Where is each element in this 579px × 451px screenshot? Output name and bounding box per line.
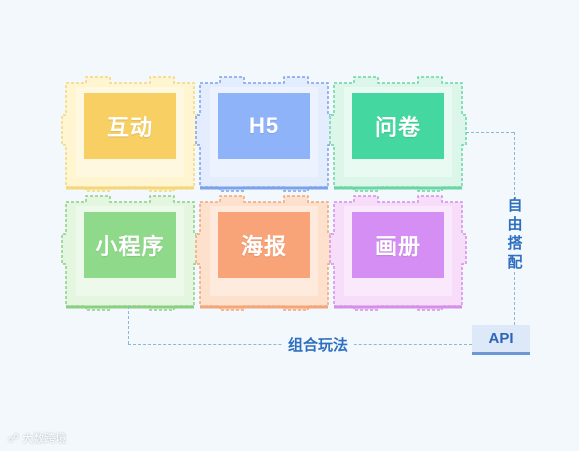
connector-left-vertical xyxy=(128,306,129,344)
connector-top-right xyxy=(466,132,514,133)
combine-label: 组合玩法 xyxy=(282,334,355,355)
free-match-label: 自由搭配 xyxy=(505,196,525,272)
tile-questionnaire-label: 问卷 xyxy=(352,93,444,159)
api-badge: API xyxy=(472,325,530,355)
tile-h5-label: H5 xyxy=(218,93,310,159)
tile-mini-program-label: 小程序 xyxy=(84,212,176,278)
watermark-icon: ☍ xyxy=(8,433,20,445)
tile-poster-label: 海报 xyxy=(218,212,310,278)
watermark-text: 大数跨境 xyxy=(22,433,67,445)
tile-album-label: 画册 xyxy=(352,212,444,278)
watermark-logo: ☍ 大数跨境 xyxy=(8,430,66,446)
tile-interaction-label: 互动 xyxy=(84,93,176,159)
